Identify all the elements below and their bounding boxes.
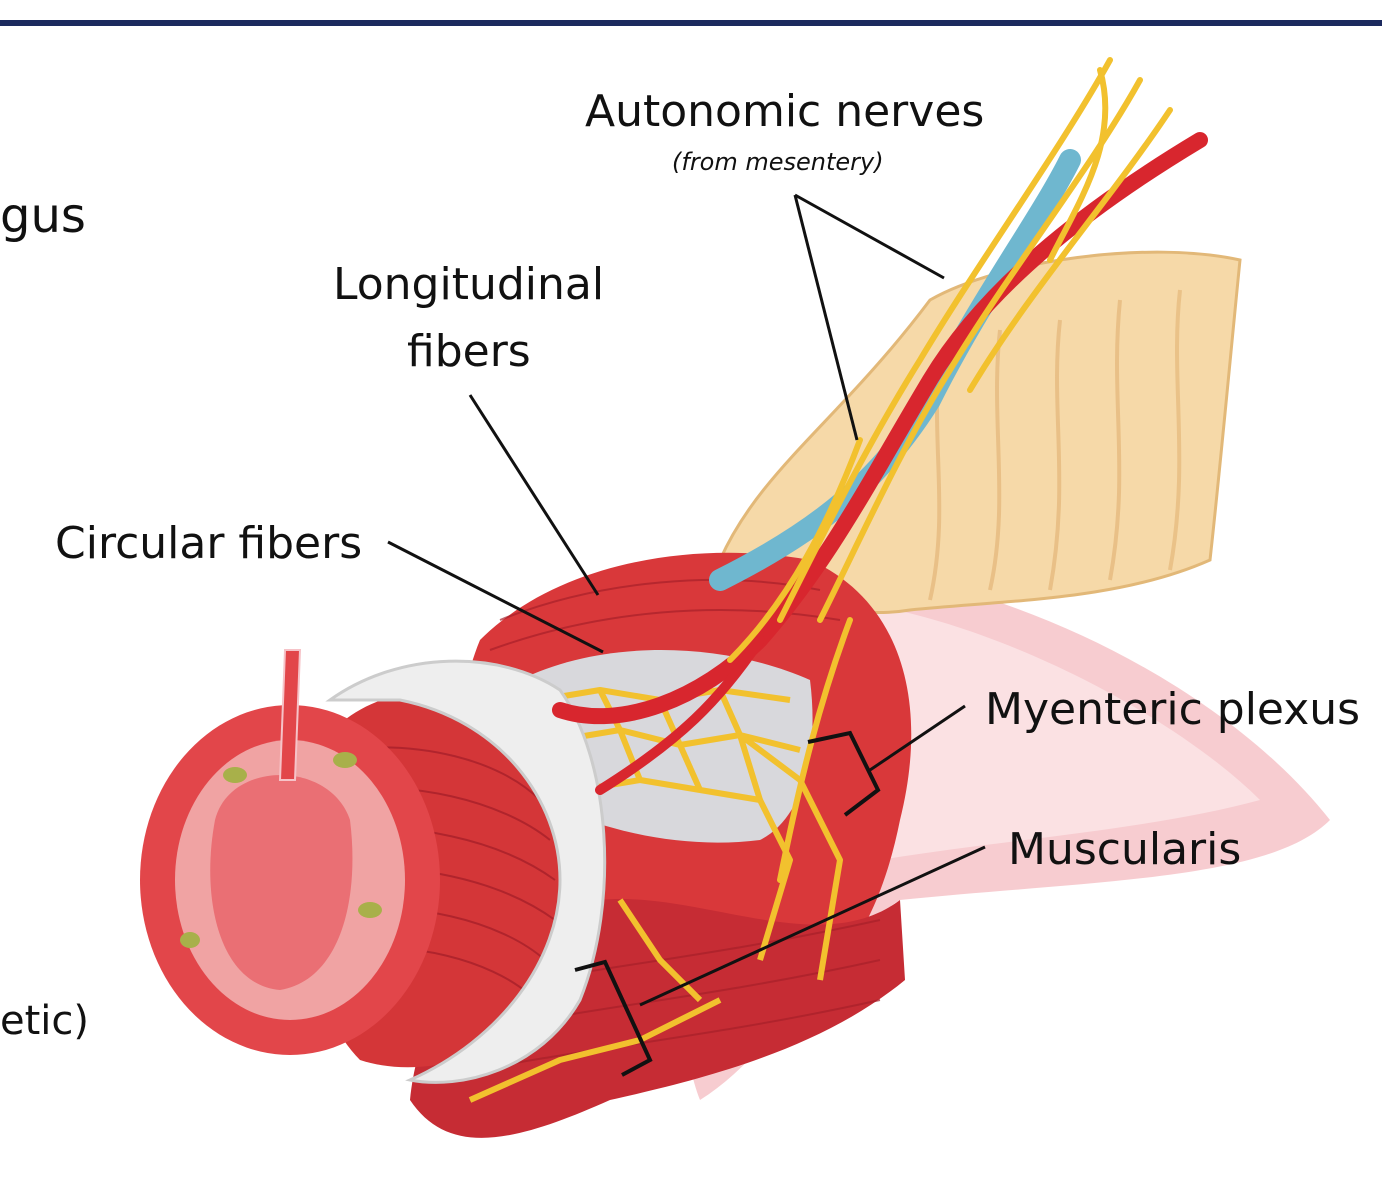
leader-lines [387,193,986,1007]
submucosa-band [325,659,607,1084]
leader-muscularis [639,845,986,1007]
leader-myenteric-plexus [869,704,966,772]
brackets [574,730,881,1077]
autonomic-nerve-bundle [727,57,1173,883]
artery-branch [595,635,765,795]
leader-longitudinal-fibers [468,394,600,596]
background-tissue-light [840,600,1260,860]
label-autonomic-nerves-sub: (from mesentery) [672,148,884,176]
cut-off-text-left-bottom: etic) [0,998,90,1044]
label-longitudinal-fibers-line1: Longitudinal [333,259,605,310]
leader-circular-fibers [387,540,604,654]
label-longitudinal-fibers-line2: fibers [407,326,531,377]
gland [358,902,382,918]
cut-off-text-left-top: gus [0,188,86,244]
label-circular-fibers: Circular fibers [55,518,363,569]
leader-autonomic-nerves-2 [794,193,945,280]
label-autonomic-nerves: Autonomic nerves [585,86,985,137]
label-myenteric-plexus: Myenteric plexus [985,684,1361,735]
bracket-muscularis [574,959,653,1077]
gland-duct [278,649,302,781]
label-muscularis: Muscularis [1008,824,1242,875]
gland [223,767,247,783]
gland [180,932,200,948]
top-divider-rule [0,20,1382,26]
bracket-myenteric-plexus [807,730,881,817]
lumen [210,775,353,990]
leader-autonomic-nerves-1 [793,194,859,441]
gland [333,752,357,768]
